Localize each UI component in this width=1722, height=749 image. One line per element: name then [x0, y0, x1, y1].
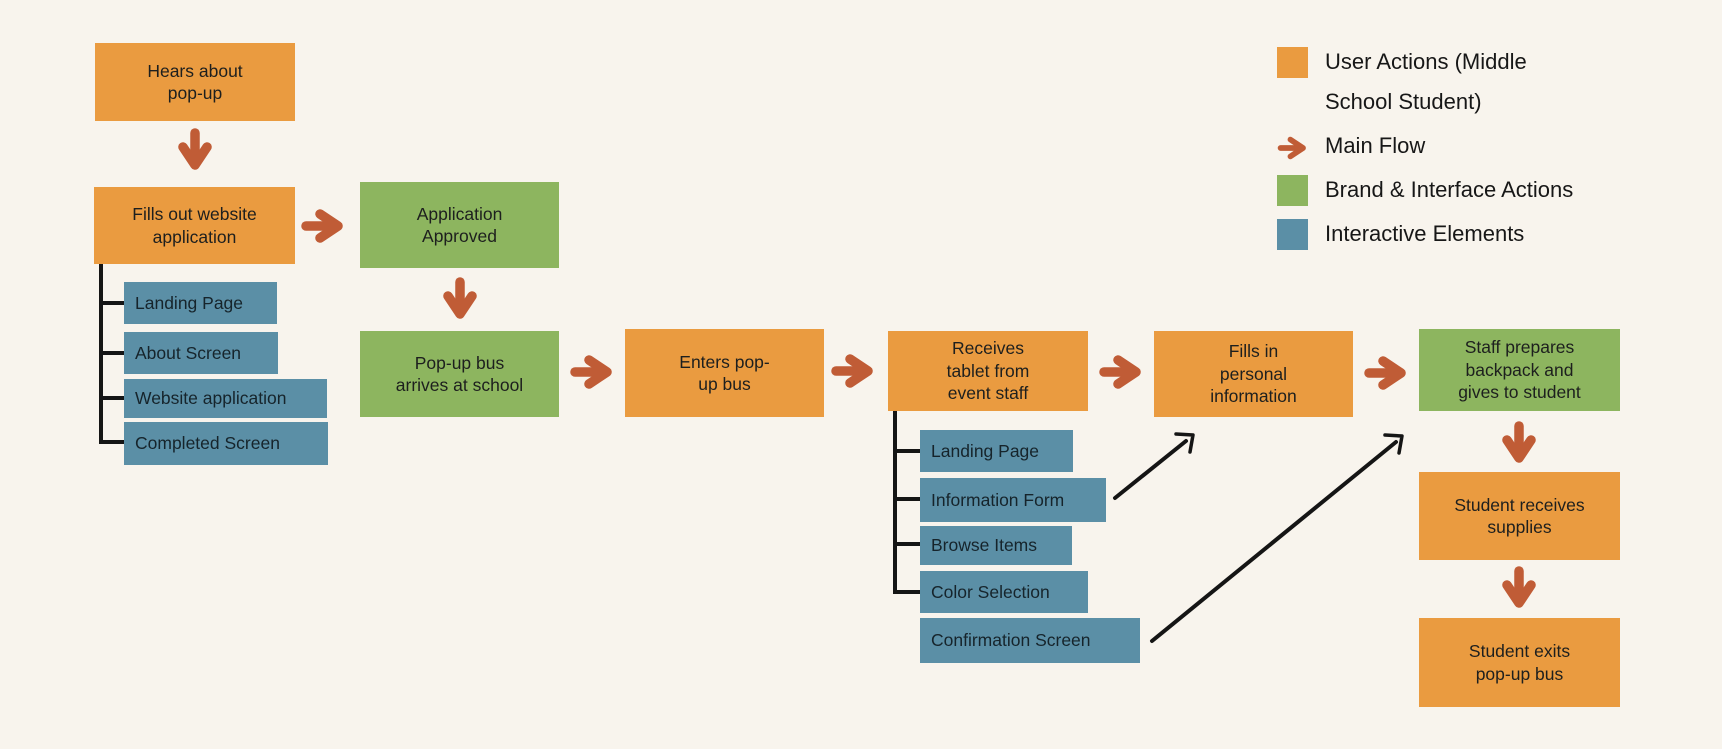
arrowhead-icon [1174, 432, 1195, 454]
chip-website-application: Website application [124, 379, 327, 418]
chip-landing-page-website: Landing Page [124, 282, 277, 324]
arrow-right-icon [831, 353, 875, 389]
arrow-right-icon [301, 208, 345, 244]
legend-row-brand-actions: Brand & Interface Actions [1277, 170, 1707, 210]
chip-confirmation-screen: Confirmation Screen [920, 618, 1140, 663]
user-actions-swatch-icon [1277, 47, 1308, 78]
node-enters-popup-bus: Enters pop- up bus [625, 329, 824, 417]
arrow-down-icon [177, 128, 213, 172]
tree-stub [99, 301, 124, 305]
tree-stub [893, 542, 920, 546]
arrow-down-icon [1501, 421, 1537, 465]
tree-stub [99, 396, 124, 400]
legend-row-main-flow: Main Flow [1277, 126, 1707, 166]
node-student-exits-popup-bus: Student exits pop-up bus [1419, 618, 1620, 707]
chip-information-form: Information Form [920, 478, 1106, 522]
legend: User Actions (Middle School Student) Mai… [1277, 42, 1707, 254]
tree-stub [893, 449, 920, 453]
legend-label: Brand & Interface Actions [1325, 177, 1574, 202]
arrow-right-icon [570, 354, 614, 390]
brand-actions-swatch-icon [1277, 175, 1308, 206]
chip-about-screen: About Screen [124, 332, 278, 374]
legend-label: Main Flow [1325, 133, 1426, 158]
arrow-down-icon [442, 277, 478, 321]
node-hears-about-popup: Hears about pop-up [95, 43, 295, 121]
arrow-down-icon [1501, 566, 1537, 610]
legend-row-interactive: Interactive Elements [1277, 214, 1707, 254]
interactive-swatch-icon [1277, 219, 1308, 250]
tree-stub [893, 590, 920, 594]
chip-color-selection: Color Selection [920, 571, 1088, 613]
tree-stub [99, 440, 124, 444]
arrow-right-icon [1364, 355, 1408, 391]
node-receives-tablet: Receives tablet from event staff [888, 331, 1088, 411]
tree-line-tablet [893, 411, 897, 594]
chip-landing-page-tablet: Landing Page [920, 430, 1073, 472]
legend-label: Interactive Elements [1325, 221, 1525, 246]
arrow-confirmation-to-staff-prepares [1150, 440, 1398, 643]
legend-label: User Actions (Middle School Student) [1325, 49, 1527, 114]
arrowhead-icon [1383, 433, 1404, 455]
tree-stub [893, 497, 920, 501]
node-application-approved: Application Approved [360, 182, 559, 268]
chip-completed-screen: Completed Screen [124, 422, 328, 465]
node-fills-out-website-application: Fills out website application [94, 187, 295, 264]
legend-row-user-actions: User Actions (Middle School Student) [1277, 42, 1707, 122]
node-staff-prepares-backpack: Staff prepares backpack and gives to stu… [1419, 329, 1620, 411]
chip-browse-items: Browse Items [920, 526, 1072, 565]
node-popup-bus-arrives: Pop-up bus arrives at school [360, 331, 559, 417]
arrow-right-icon [1099, 354, 1143, 390]
node-fills-personal-information: Fills in personal information [1154, 331, 1353, 417]
arrow-information-form-to-fills-info [1113, 439, 1188, 500]
node-student-receives-supplies: Student receives supplies [1419, 472, 1620, 560]
main-flow-arrow-icon [1277, 136, 1306, 160]
tree-stub [99, 351, 124, 355]
